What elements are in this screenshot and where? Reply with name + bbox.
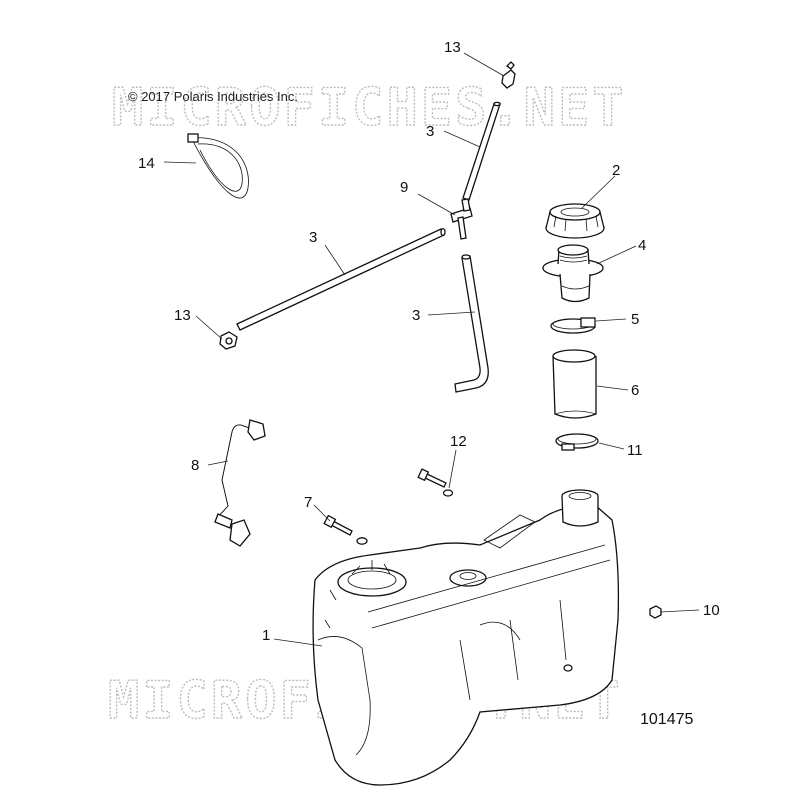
- part-10-nut: [649, 605, 662, 619]
- callout-9: 9: [400, 179, 408, 196]
- part-5-hose-clamp: [550, 317, 596, 334]
- callout-3-curved: 3: [412, 307, 420, 324]
- part-12-bolt-washer: [417, 468, 454, 497]
- watermark-top: MICROFICHES.NET: [112, 78, 627, 138]
- callout-2: 2: [612, 162, 620, 179]
- callout-10: 10: [703, 602, 720, 619]
- leader-lines: [163, 52, 700, 647]
- callout-11: 11: [627, 442, 643, 459]
- callout-6: 6: [631, 382, 639, 399]
- callout-13-top: 13: [444, 39, 461, 56]
- figure-number: 101475: [640, 711, 693, 728]
- callouts: 13 3 14 9 2 3 4 13 3 5 6 12 11 8 7 10 1: [138, 39, 720, 644]
- callout-5: 5: [631, 311, 639, 328]
- part-3-long-vent-hose: [236, 227, 446, 331]
- callout-14: 14: [138, 155, 155, 172]
- part-13-top-vent-valve: [501, 61, 516, 89]
- part-3-curved-vent-hose: [454, 254, 489, 393]
- part-2-fuel-cap: [545, 203, 605, 239]
- copyright-text: © 2017 Polaris Industries Inc.: [128, 89, 298, 104]
- part-4-filler-neck: [542, 244, 604, 303]
- part-8-fuel-line: [214, 419, 266, 547]
- part-3-upper-vent-hose: [462, 101, 501, 201]
- part-7-bolt-washer: [323, 514, 368, 545]
- part-9-tee-fitting: [450, 198, 473, 240]
- callout-3-long: 3: [309, 229, 317, 246]
- callout-12: 12: [450, 433, 467, 450]
- callout-8: 8: [191, 457, 199, 474]
- part-6-filler-hose: [552, 349, 597, 419]
- callout-3-upper: 3: [426, 123, 434, 140]
- part-13-left-vent-valve: [219, 331, 238, 350]
- callout-1: 1: [262, 627, 270, 644]
- callout-7: 7: [304, 494, 312, 511]
- part-1-fuel-tank: [312, 489, 620, 786]
- callout-13-left: 13: [174, 307, 191, 324]
- part-14-strap: [187, 133, 249, 199]
- part-11-hose-clamp: [555, 433, 599, 451]
- callout-4: 4: [638, 237, 646, 254]
